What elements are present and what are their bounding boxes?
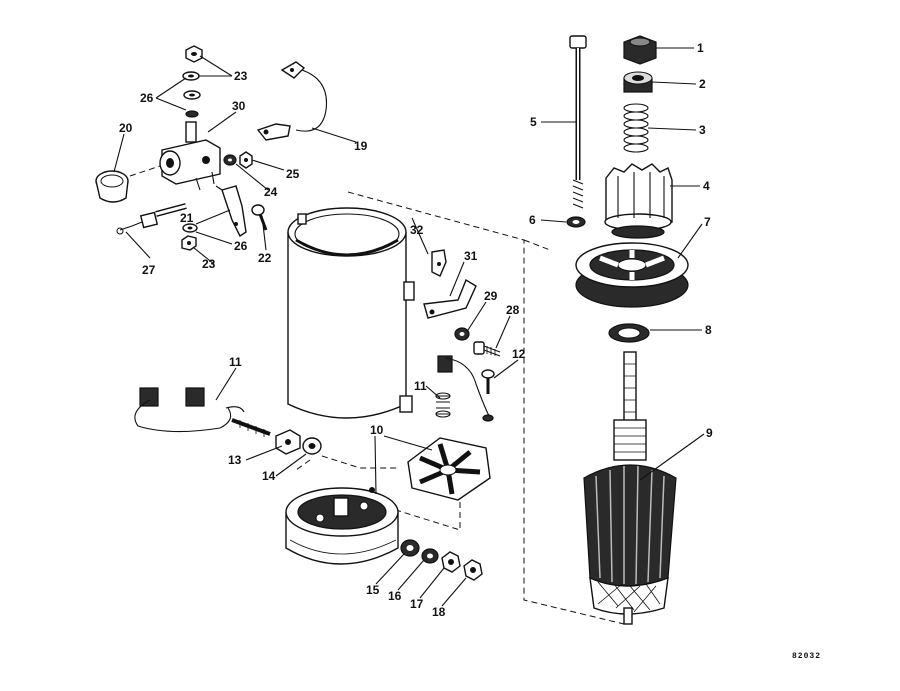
washer-lower <box>182 223 198 233</box>
figure-number: 82032 <box>792 652 821 661</box>
callout-26-top: 26 <box>140 91 154 105</box>
callout-25: 25 <box>286 167 300 181</box>
callout-1: 1 <box>697 41 704 55</box>
callout-16: 16 <box>388 589 402 603</box>
pinion-drive <box>604 163 673 239</box>
callout-22: 22 <box>258 251 272 265</box>
callout-32: 32 <box>410 223 424 237</box>
callout-11-left: 11 <box>229 355 242 369</box>
armature <box>583 351 677 625</box>
cap-screw <box>473 341 501 357</box>
callout-21: 21 <box>180 211 194 225</box>
leader-lines <box>113 47 705 607</box>
nut-small <box>185 45 203 63</box>
callout-9: 9 <box>706 426 713 440</box>
callout-30: 30 <box>232 99 246 113</box>
callout-11-center: 11 <box>414 379 427 393</box>
brush-and-spring-left <box>134 387 271 437</box>
callout-6: 6 <box>529 213 536 227</box>
washer <box>182 71 201 118</box>
terminal-boot <box>95 170 129 203</box>
drive-end-cap <box>575 242 689 308</box>
callout-2: 2 <box>699 77 706 91</box>
starter-cable <box>116 203 187 235</box>
callout-17: 17 <box>410 597 424 611</box>
callout-14: 14 <box>262 469 276 483</box>
nut <box>441 551 461 573</box>
terminal-insulator <box>275 429 301 455</box>
hex-nut-terminal <box>239 151 253 169</box>
lock-washer-terminal <box>223 154 237 166</box>
commutator-end-cap <box>285 487 399 565</box>
callout-26-bottom: 26 <box>234 239 248 253</box>
thru-bolt <box>569 35 587 209</box>
lock-washer-bracket <box>454 327 470 341</box>
callout-3: 3 <box>699 123 706 137</box>
callout-8: 8 <box>705 323 712 337</box>
callout-19: 19 <box>354 139 368 153</box>
clamp <box>431 249 447 277</box>
hex-nut-small <box>463 559 483 581</box>
starter-solenoid <box>159 121 221 191</box>
bracket-screw <box>251 204 268 231</box>
callout-27: 27 <box>142 263 156 277</box>
thrust-washer <box>623 71 653 93</box>
callout-20: 20 <box>119 121 133 135</box>
lock-washer <box>566 216 586 228</box>
ground-lead <box>256 61 328 141</box>
callout-23-top: 23 <box>234 69 248 83</box>
callout-10: 10 <box>370 423 384 437</box>
hex-nut <box>623 35 657 65</box>
callout-29: 29 <box>484 289 498 303</box>
bracket-strap <box>423 278 477 319</box>
lock-washer-small <box>421 548 439 564</box>
callout-5: 5 <box>530 115 537 129</box>
callout-13: 13 <box>228 453 242 467</box>
callout-23-bottom: 23 <box>202 257 216 271</box>
nut-lower <box>181 235 197 251</box>
screw <box>481 369 495 422</box>
callout-7: 7 <box>704 215 711 229</box>
field-frame <box>287 207 415 419</box>
brush-and-spring <box>435 355 491 419</box>
callout-15: 15 <box>366 583 380 597</box>
callout-12: 12 <box>512 347 526 361</box>
flat-washer <box>400 539 420 557</box>
callout-4: 4 <box>703 179 710 193</box>
callout-28: 28 <box>506 303 520 317</box>
insulating-washer <box>302 437 322 455</box>
callout-18: 18 <box>432 605 446 619</box>
commutator-end-brush-holder <box>407 437 491 501</box>
callout-31: 31 <box>464 249 478 263</box>
bracket <box>215 185 247 238</box>
spring <box>623 103 649 153</box>
callout-labels: 1 2 3 4 5 6 7 8 9 10 11 11 12 13 14 15 1… <box>119 41 713 619</box>
spacer-washer <box>608 323 650 343</box>
callout-24: 24 <box>264 185 278 199</box>
